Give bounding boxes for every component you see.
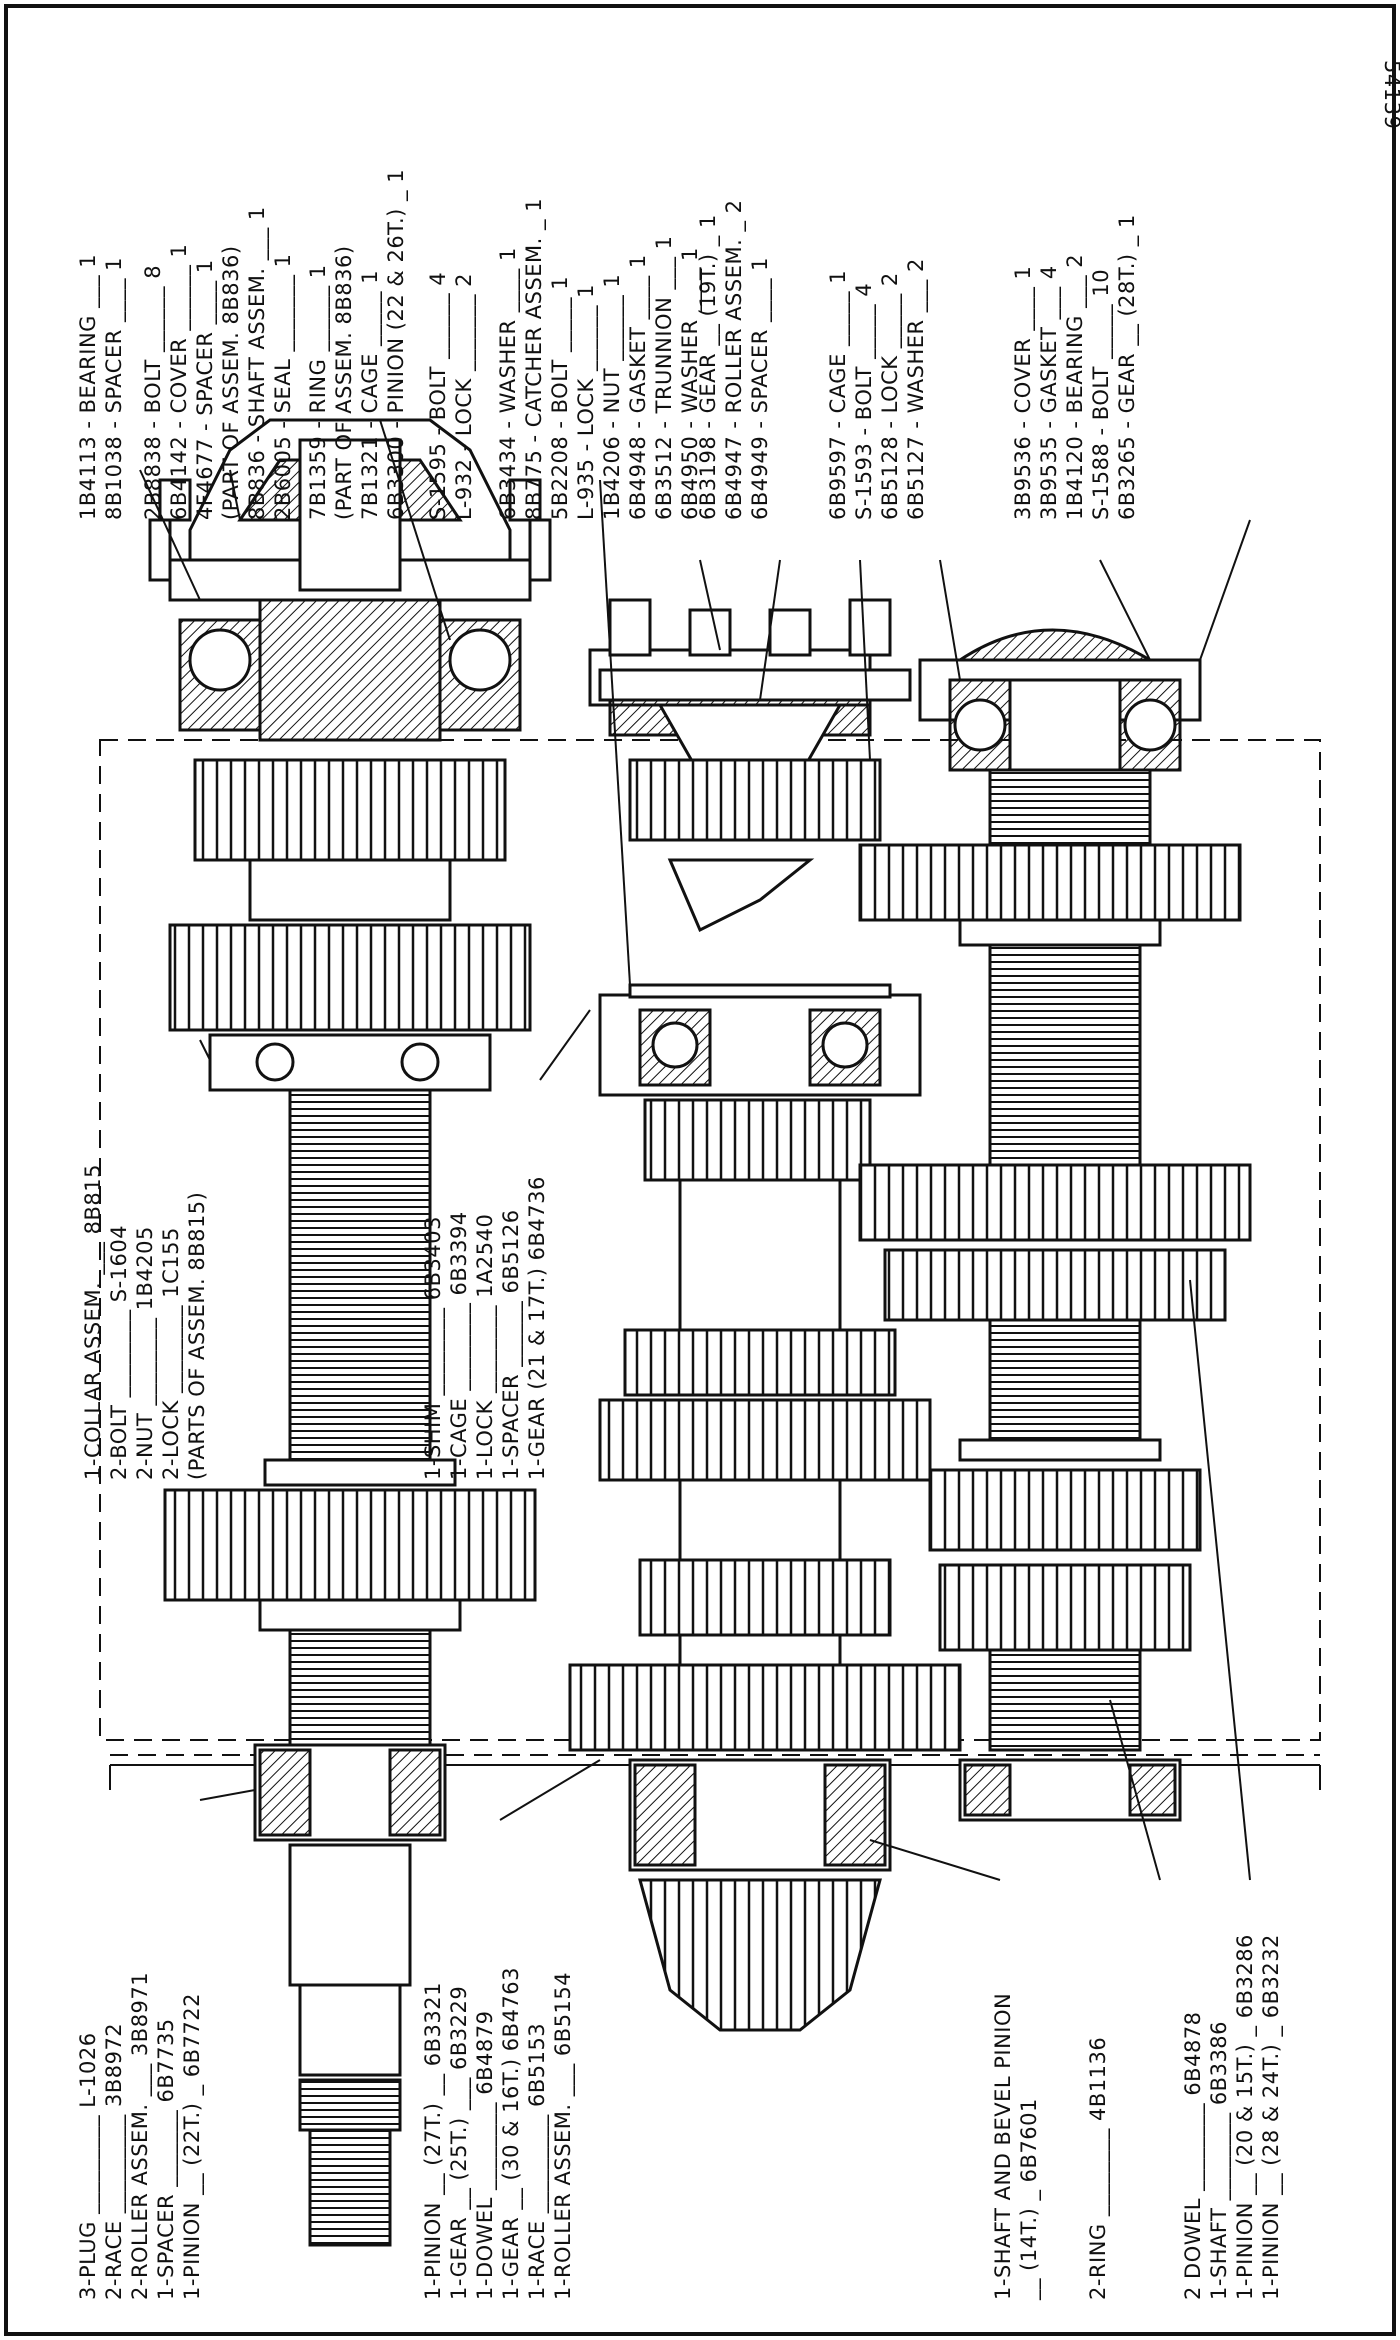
part-label: 3B9535 - GASKET ___ 4 [1037,265,1062,520]
label-group-b4: 2-RING ________ 4B1136 [1086,2037,1111,2300]
bevel-pinion [638,1878,882,2032]
part-label: 3B9536 - COVER ____ 1 [1011,266,1036,520]
part-label: 1-PINION __ (28 & 24T.) _ 6B3232 [1259,1934,1284,2300]
label-group-g3: 7B1359 - RING ______ 1(PART OF ASSEM. 8B… [306,169,409,520]
part-label: 1-GEAR (21 & 17T.) 6B4736 [525,1176,549,1480]
part-label: 1-LOCK ________ 1A2540 [473,1214,498,1480]
part-label: 4F4677 - SPACER ____ 1 [193,259,218,520]
part-label: 1-GEAR __ (25T.) ___ 6B3229 [447,1986,472,2300]
left-shaft-assembly [148,418,552,2247]
part-label: L-935 - LOCK ______ 1 [574,284,599,520]
part-label: (PART OF ASSEM. 8B836) [332,245,356,520]
right-shaft-assembly [858,628,1252,1822]
catcher-assembly [667,858,815,933]
part-label: 6B5128 - LOCK _____ 2 [878,272,903,520]
part-label: 6B3198 - GEAR __ (19T.) _ 1 [696,214,721,520]
part-label: 1-COLLAR ASSEM. ___ 8B815 [81,1164,106,1480]
part-label: 1-SPACER _______ 6B7735 [154,2018,179,2300]
part-label: S-1593 - BOLT _____ 4 [852,283,877,520]
part-label: 1-PINION __ (20 & 15T.) _ 6B3286 [1233,1934,1258,2300]
part-label: 8B775 - CATCHER ASSEM. _ 1 [522,198,547,520]
part-label: 6B4948 - GASKET ____ 1 [626,254,651,520]
splined-shaft [288,1088,432,1472]
leader-lines [139,419,1251,1881]
part-label: 7B1321 - CAGE _____ 1 [358,270,383,520]
part-label: 6B3300 - PINION (22 & 26T.) _ 1 [384,169,409,520]
part-label: 3-PLUG _________ L-1026 [76,2032,101,2300]
part-label: 1-SHAFT ________ 6B3386 [1207,2021,1232,2300]
part-label: 8B1038 - SPACER ____ 1 [102,257,127,520]
part-label: 1-PINION __ (27T.) __ 6B3321 [421,1982,446,2300]
part-label: 1-CAGE ________ 6B3394 [447,1211,472,1480]
part-label: 1-GEAR __ (30 & 16T.) 6B4763 [499,1967,524,2300]
part-label: 2B6005 - SEAL _______ 1 [271,253,296,520]
part-label: 6B9597 - CAGE _____ 1 [826,270,851,520]
part-label: 2 DOWEL ________ 6B4878 [1181,2011,1206,2300]
figure-border [4,4,1396,2336]
part-label: 6B4142 - COVER ______ 1 [167,244,192,520]
figure-number: 54139 [1380,60,1400,129]
part-label: 1-DOWEL ________ 6B4879 [473,2011,498,2300]
part-label: L-932 - LOCK _______ 2 [452,273,477,520]
part-label: 7B1359 - RING ______ 1 [306,264,331,520]
part-label: 8B836 - SHAFT ASSEM. ___ 1 [245,206,270,520]
part-label: 5B2208 - BOLT _____ 1 [548,276,573,520]
part-label: S-1595 - BOLT ______ 4 [426,272,451,520]
part-label: 2-BOLT ________ S-1604 [107,1225,132,1480]
part-label: 1-SHIM ________ 6B3403 [421,1216,446,1480]
part-label: __ (14T.) _ 6B7601 [1017,2098,1042,2301]
part-label: S-1588 - BOLT _____ 10 [1089,269,1114,520]
part-label: 1B4206 - NUT ______ 1 [600,274,625,520]
part-label: 6B4950 - WASHER ____ 1 [678,247,703,520]
part-label: 6B4947 - ROLLER ASSEM. _ 2 [722,200,747,521]
part-label: 1B4113 - BEARING ___ 1 [76,254,101,520]
part-label: 6B3434 - WASHER ____ 1 [496,247,521,520]
part-label: 2-ROLLER ASSEM. ___ 3B8971 [128,1972,153,2300]
part-label: 6B5127 - WASHER ___ 2 [904,258,929,520]
part-label: 1-RACE _________ 6B5153 [525,2023,550,2300]
middle-shaft-assembly [568,598,962,2032]
gear-top-left [193,758,507,862]
part-label: 2-RING ________ 4B1136 [1086,2037,1111,2300]
part-label: (PART OF ASSEM. 8B836) [219,245,243,520]
collar-assembly [208,1033,492,1092]
part-label: 1-SPACER ______ 6B5126 [499,1209,524,1480]
part-label: 6B4949 - SPACER ____ 1 [748,257,773,520]
part-label: 2-LOCK ________ 1C155 [159,1227,184,1480]
part-label: 1-PINION __ (22T.) _ 6B7722 [180,1993,205,2300]
part-label: 6B3512 - TRUNNION ___ 1 [652,236,677,521]
label-group-b3: 1-SHAFT AND BEVEL PINION__ (14T.) _ 6B76… [991,1993,1042,2301]
part-label: 2-NUT ________ 1B4205 [133,1226,158,1480]
part-label: 1-ROLLER ASSEM. ___ 6B5154 [551,1972,576,2300]
part-label: 6B3265 - GEAR __ (28T.) _ 1 [1115,214,1140,520]
part-label: (PARTS OF ASSEM. 8B815) [185,1192,209,1480]
part-label: 1B4120 - BEARING ___ 2 [1063,254,1088,520]
part-label: 2B8838 - BOLT ______ 8 [141,265,166,520]
part-label: 1-SHAFT AND BEVEL PINION [991,1993,1015,2300]
part-label: 2-RACE _________ 3B8972 [102,2023,127,2300]
